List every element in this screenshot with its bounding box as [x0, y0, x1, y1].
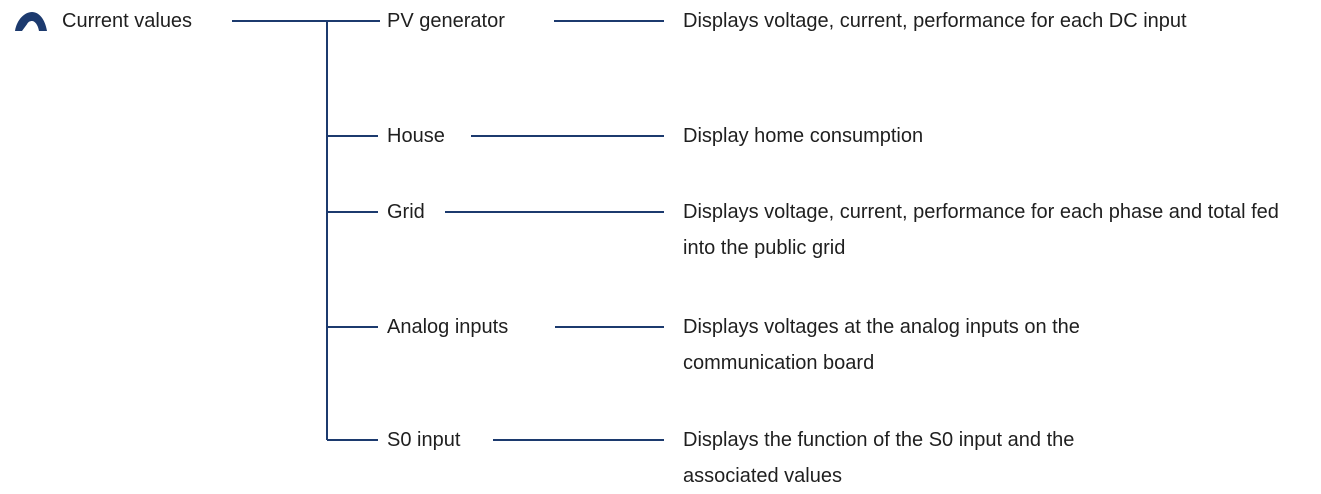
- menu-item-analog-inputs: Analog inputs: [387, 316, 509, 338]
- description-house: Display home consumption: [683, 125, 924, 147]
- description-analog-inputs: Displays voltages at the analog inputs o…: [683, 316, 1080, 374]
- description-pv-generator: Displays voltage, current, performance f…: [683, 10, 1187, 32]
- gauge-icon: [15, 12, 47, 31]
- menu-item-house: House: [387, 125, 445, 147]
- description-s0-input: Displays the function of the S0 input an…: [683, 429, 1075, 487]
- description-grid: Displays voltage, current, performance f…: [683, 201, 1279, 259]
- menu-item-s0-input: S0 input: [387, 429, 461, 451]
- menu-item-pv-generator: PV generator: [387, 10, 505, 32]
- menu-item-grid: Grid: [387, 201, 425, 223]
- root-label: Current values: [62, 10, 193, 32]
